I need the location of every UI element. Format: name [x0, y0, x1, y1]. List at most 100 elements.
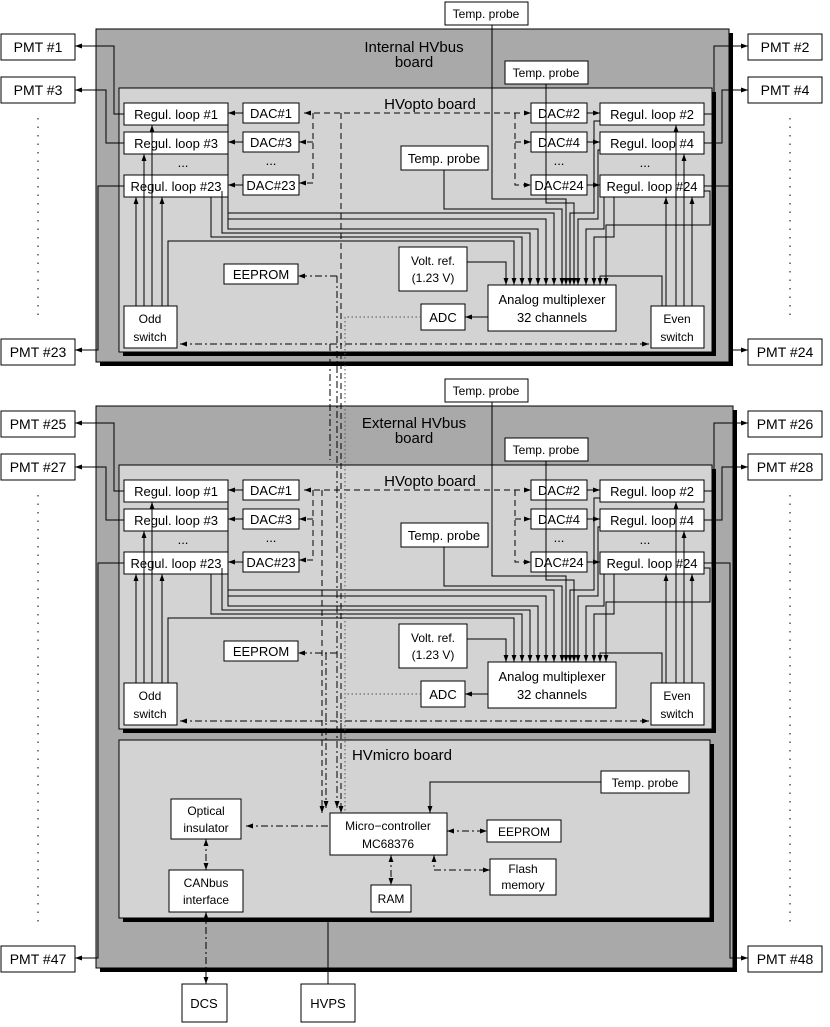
regul-loop-2-label: Regul. loop #2	[610, 484, 694, 499]
external-bus-title-line1: External HVbus	[362, 415, 466, 432]
pmt-4	[747, 76, 823, 104]
regul-loop-4-label: Regul. loop #4	[610, 513, 694, 528]
temp-probe-top-external-label: Temp. probe	[453, 384, 520, 398]
pmt-2	[747, 33, 823, 61]
odd-switch-line1: Odd	[139, 312, 162, 326]
odd-switch	[123, 305, 178, 349]
canbus-interface	[168, 869, 244, 913]
hvmicro-title: HVmicro board	[352, 747, 452, 764]
pmt-26-label: PMT #26	[757, 416, 814, 432]
hvopto-title: HVopto board	[384, 96, 476, 113]
dac-3-label: DAC#3	[250, 135, 292, 150]
adc-label: ADC	[429, 310, 456, 325]
dac-1-label: DAC#1	[250, 483, 292, 498]
inter-board-links	[203, 113, 346, 984]
pmt-24	[747, 338, 823, 366]
odd-switch-line2: switch	[133, 707, 166, 721]
odd-switch-line2: switch	[133, 330, 166, 344]
volt-ref-box	[398, 623, 468, 669]
ellipsis: ...	[640, 155, 651, 170]
regul-loop-1-label: Regul. loop #1	[134, 107, 218, 122]
optical-insulator	[170, 798, 242, 840]
even-switch-line1: Even	[663, 689, 690, 703]
hvps-label: HVPS	[310, 996, 346, 1011]
dac-23-label: DAC#23	[246, 178, 295, 193]
optical-insulator-line2: insulator	[183, 821, 228, 835]
odd-switch	[123, 682, 178, 726]
temp-probe-box	[400, 522, 489, 548]
even-switch	[650, 682, 705, 726]
even-switch	[650, 305, 705, 349]
external-bus-title-line2: board	[395, 430, 433, 447]
micro-eeprom	[486, 819, 562, 843]
regul-loop-2-label: Regul. loop #2	[610, 107, 694, 122]
dcs-label: DCS	[190, 996, 218, 1011]
dac-2-label: DAC#2	[538, 483, 580, 498]
internal-bus-title-line1: Internal HVbus	[364, 39, 463, 56]
temp-probe-top-internal	[444, 1, 529, 26]
ellipsis: ...	[640, 532, 651, 547]
temp-probe-label: Temp. probe	[408, 151, 480, 166]
hvopto-title: HVopto board	[384, 473, 476, 490]
internal-hvopto-board: HVopto board Regul. loop #1 Regul. loop …	[118, 87, 716, 356]
dac-24-label: DAC#24	[534, 555, 583, 570]
regul-loop-23-label: Regul. loop #23	[130, 179, 221, 194]
micro-controller-line1: Micro−controller	[345, 819, 431, 833]
volt-ref-line1: Volt. ref.	[411, 631, 455, 645]
flash-memory-line1: Flash	[508, 862, 537, 876]
pmt-3-label: PMT #3	[14, 82, 63, 98]
pmt-1-label: PMT #1	[14, 39, 63, 55]
micro-eeprom-label: EEPROM	[498, 825, 550, 839]
analog-mux-line1: Analog multiplexer	[499, 669, 607, 684]
external-hvopto-board: HVopto board Regul. loop #1 Regul. loop …	[118, 464, 716, 733]
ram-box	[370, 884, 412, 913]
internal-bus-title-line2: board	[395, 54, 433, 71]
pmt-right: PMT #2 PMT #4 PMT #24 PMT #26 PMT #28 PM…	[704, 33, 823, 973]
temp-probe-label: Temp. probe	[408, 528, 480, 543]
ellipsis: ...	[266, 153, 277, 168]
pmt-23	[0, 338, 76, 366]
eeprom-label: EEPROM	[233, 267, 289, 282]
pmt-25	[0, 410, 76, 438]
hvmicro-board: HVmicro board Temp. probe Optical insula…	[118, 739, 714, 922]
dac-3-label: DAC#3	[250, 512, 292, 527]
hvps-box	[300, 983, 356, 1023]
canbus-interface-line1: CANbus	[184, 876, 229, 890]
regul-loop-1-label: Regul. loop #1	[134, 484, 218, 499]
micro-controller-line2: MC68376	[362, 837, 414, 851]
pmt-28	[747, 453, 823, 481]
pmt-48	[747, 945, 823, 973]
dac-4-label: DAC#4	[538, 512, 580, 527]
pmt-2-label: PMT #2	[761, 39, 810, 55]
dac-24-label: DAC#24	[534, 178, 583, 193]
odd-switch-line1: Odd	[139, 689, 162, 703]
temp-probe-top-internal-label: Temp. probe	[453, 7, 520, 21]
pmt-28-label: PMT #28	[757, 459, 814, 475]
ellipsis: ...	[554, 530, 565, 545]
pmt-23-label: PMT #23	[10, 344, 67, 360]
volt-ref-line2: (1.23 V)	[412, 648, 455, 662]
adc-label: ADC	[429, 687, 456, 702]
micro-controller	[329, 812, 448, 856]
pmt-24-label: PMT #24	[757, 344, 814, 360]
micro-temp-probe-label: Temp. probe	[612, 776, 679, 790]
pmt-26	[747, 410, 823, 438]
pmt-48-label: PMT #48	[757, 951, 814, 967]
pmt-1	[0, 33, 76, 61]
pmt-4-label: PMT #4	[761, 82, 810, 98]
volt-ref-line1: Volt. ref.	[411, 254, 455, 268]
pmt-left: PMT #1 PMT #3 PMT #23 PMT #25 PMT #27 PM…	[0, 33, 124, 973]
dcs-box	[181, 983, 228, 1023]
analog-mux-box	[487, 284, 617, 332]
analog-mux-box	[487, 661, 617, 709]
temp-probe-top-external	[444, 378, 529, 403]
regul-loop-23-label: Regul. loop #23	[130, 556, 221, 571]
volt-ref-box	[398, 246, 468, 292]
ellipsis: ...	[178, 532, 189, 547]
adc-box	[420, 303, 466, 331]
pmt-47	[0, 945, 76, 973]
analog-mux-line2: 32 channels	[517, 310, 588, 325]
ellipsis: ...	[266, 530, 277, 545]
even-switch-line1: Even	[663, 312, 690, 326]
